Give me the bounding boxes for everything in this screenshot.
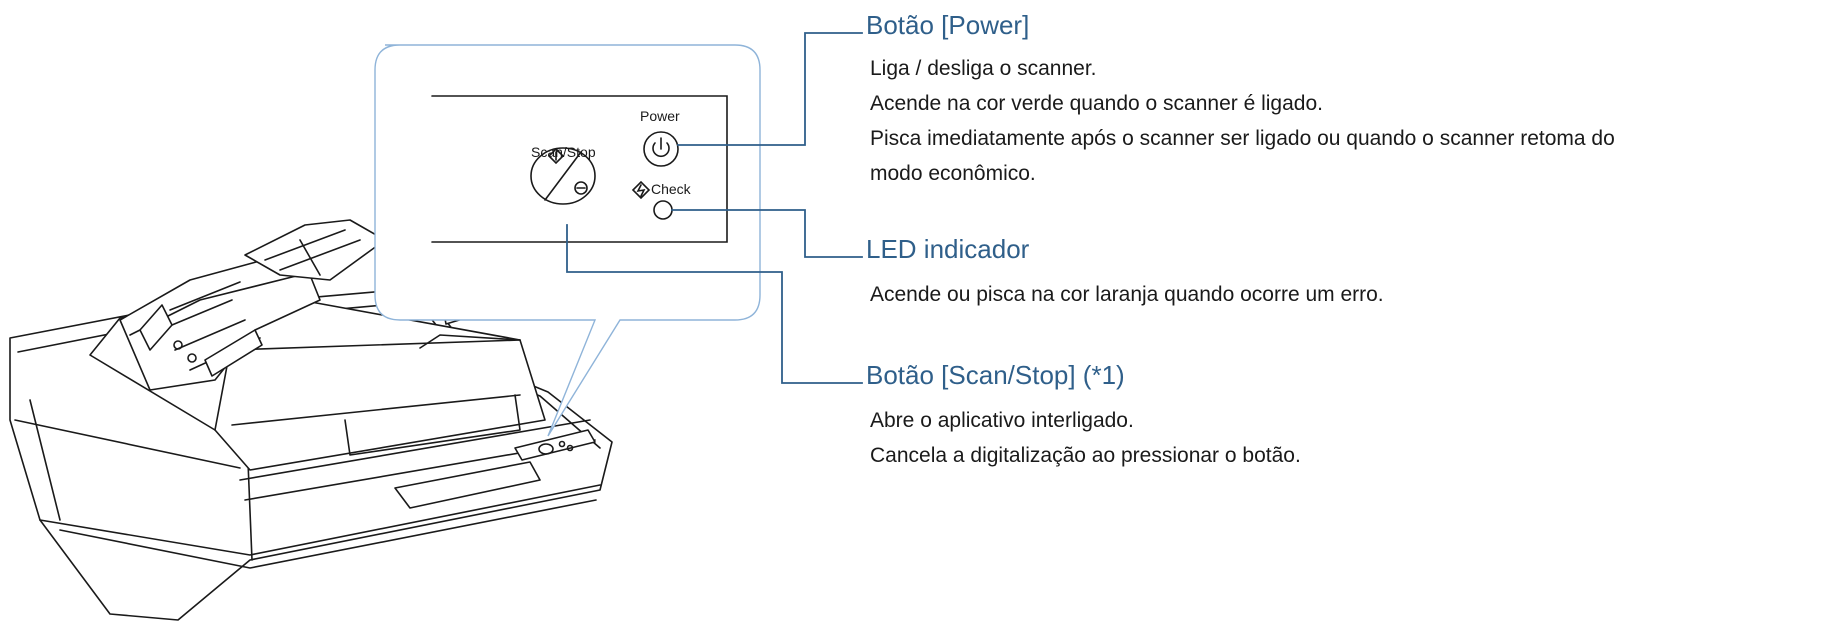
scanner-front-face bbox=[39, 484, 601, 556]
power-leader-line bbox=[677, 32, 863, 146]
operator-panel-small bbox=[514, 429, 596, 461]
stop-icon bbox=[574, 181, 588, 195]
power-desc-line-4: modo econômico. bbox=[870, 162, 1036, 185]
zoom-panel-outline bbox=[431, 95, 728, 243]
feeder-tray bbox=[119, 249, 321, 391]
scan-stop-label: Scan/Stop bbox=[531, 144, 596, 160]
scan-start-icon bbox=[547, 147, 565, 165]
check-led bbox=[653, 200, 673, 220]
power-desc-line-3: Pisca imediatamente após o scanner ser l… bbox=[870, 127, 1615, 150]
power-callout-title: Botão [Power] bbox=[866, 10, 1030, 40]
power-desc-line-2: Acende na cor verde quando o scanner é l… bbox=[870, 92, 1323, 115]
power-icon bbox=[652, 142, 670, 158]
led-leader-line bbox=[671, 209, 863, 258]
led-callout-title: LED indicador bbox=[866, 234, 1030, 264]
scan-leader-line bbox=[566, 224, 863, 384]
scan-desc-line-2: Cancela a digitalização ao pressionar o … bbox=[870, 444, 1301, 467]
check-label: Check bbox=[651, 181, 691, 197]
led-desc-line-1: Acende ou pisca na cor laranja quando oc… bbox=[870, 283, 1384, 306]
power-desc-line-1: Liga / desliga o scanner. bbox=[870, 57, 1097, 80]
check-warning-icon bbox=[631, 180, 651, 200]
scan-desc-line-1: Abre o aplicativo interligado. bbox=[870, 409, 1134, 432]
scan-callout-title: Botão [Scan/Stop] (*1) bbox=[866, 360, 1125, 390]
power-label: Power bbox=[640, 108, 680, 124]
